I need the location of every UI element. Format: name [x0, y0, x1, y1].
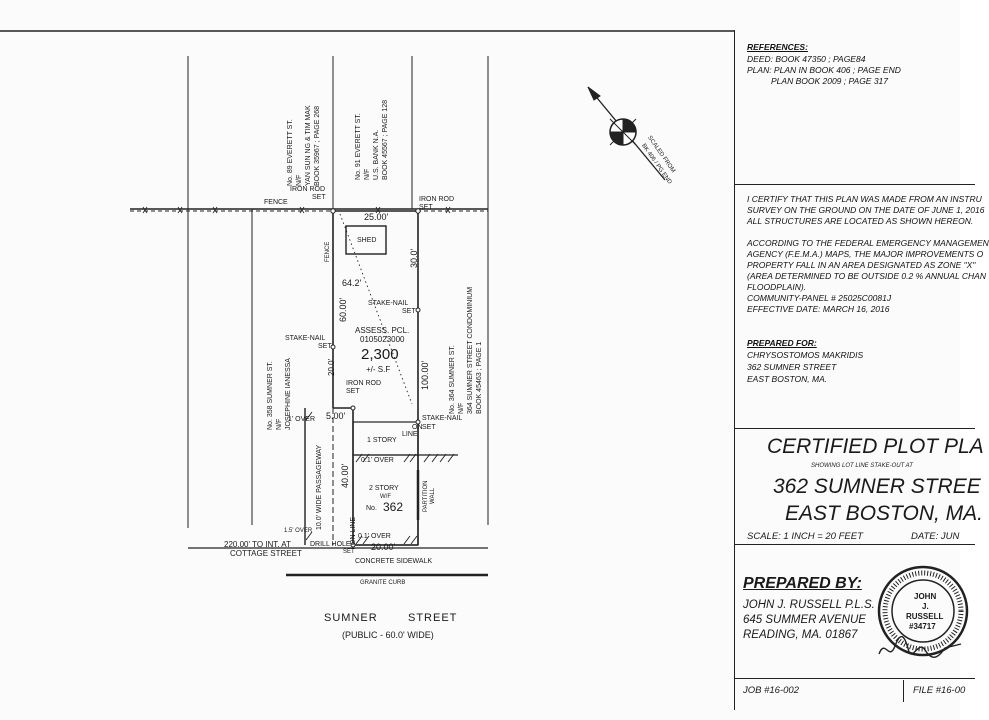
- dim-right-upper: 30.0': [409, 248, 419, 268]
- street-name-b: STREET: [408, 612, 458, 624]
- two-story-label: 2 STORY: [369, 485, 399, 492]
- assessor-parcel-number: 0105023000: [360, 335, 405, 344]
- fema-line: ACCORDING TO THE FEDERAL EMERGENCY MANAG…: [747, 238, 989, 248]
- line-label: LINE: [402, 431, 418, 438]
- address-line-2: EAST BOSTON, MA.: [785, 502, 983, 525]
- reference-line: PLAN BOOK 2009 ; PAGE 317: [771, 76, 889, 86]
- wall-label: WALL: [430, 487, 436, 504]
- dim-right-lower: 100.00': [420, 360, 430, 390]
- set-label: SET: [343, 549, 355, 555]
- title-block: REFERENCES: DEED: BOOK 47350 ; PAGE84 PL…: [734, 30, 989, 710]
- fema-line: COMMUNITY-PANEL # 25025C0081J: [747, 293, 892, 303]
- seal-text: #34717: [909, 622, 936, 631]
- lot-area-unit: +/- S.F: [366, 365, 391, 374]
- prepared-by-line: JOHN J. RUSSELL P.L.S.: [743, 599, 875, 611]
- set-label: SET: [402, 308, 416, 315]
- reference-line: PLAN: PLAN IN BOOK 406 ; PAGE END: [747, 65, 901, 75]
- reference-line: DEED: BOOK 47350 ; PAGE84: [747, 54, 866, 64]
- seal-text: JOHN: [914, 592, 937, 601]
- stake-nail-right: STAKE-NAIL: [368, 300, 409, 307]
- prepared-for-heading: PREPARED FOR:: [747, 338, 817, 348]
- fence-label-side: FENCE: [325, 241, 331, 262]
- dim-left-upper: 60.00': [338, 297, 348, 322]
- shed-outline: [345, 225, 387, 255]
- file-number: FILE #16-00: [913, 685, 966, 696]
- set-label: SET: [346, 388, 360, 395]
- one-story-label: 1 STORY: [367, 437, 397, 444]
- north-arrow-icon: [587, 86, 666, 181]
- sidewalk-label: CONCRETE SIDEWALK: [355, 558, 433, 565]
- set-label: SET: [312, 194, 326, 201]
- prepared-by-line: READING, MA. 01867: [743, 629, 858, 641]
- abutter-89: No. 89 EVERETT ST.N/F YAN SUN NG & TIM M…: [287, 105, 321, 186]
- iron-rod-mid: IRON ROD: [346, 380, 381, 387]
- dim-building: 40.00': [340, 463, 350, 488]
- prepared-for-line: 362 SUMNER STREET: [747, 362, 837, 372]
- surveyor-seal-icon: [877, 565, 969, 657]
- fema-line: (AREA DETERMINED TO BE OUTSIDE 0.2 % ANN…: [747, 271, 986, 281]
- showing-subtitle: SHOWING LOT LINE STAKE-OUT AT: [811, 463, 913, 469]
- on-line-label: ON LINE: [350, 516, 357, 545]
- scale-label: SCALE: 1 INCH = 20 FEET: [747, 531, 863, 542]
- fema-line: AGENCY (F.E.M.A.) MAPS, THE MAJOR IMPROV…: [747, 249, 984, 259]
- distance-to-intersection: 220.00' TO INT. AT: [224, 540, 291, 549]
- address-line-1: 362 SUMNER STREE: [773, 475, 981, 498]
- on-label: ON: [412, 424, 423, 431]
- over-label: 0.1' OVER: [361, 457, 394, 464]
- plot-plan-title: CERTIFIED PLOT PLA: [767, 435, 984, 458]
- signature-icon: [878, 635, 962, 658]
- dim-left-small: 20.0': [327, 358, 336, 376]
- lot-area: 2,300: [361, 346, 399, 363]
- plan-drawing: [0, 30, 734, 577]
- granite-curb-label: GRANITE CURB: [360, 580, 406, 586]
- shed-label: SHED: [357, 237, 377, 244]
- fema-line: EFFECTIVE DATE: MARCH 16, 2016: [747, 304, 890, 314]
- certify-line: ALL STRUCTURES ARE LOCATED AS SHOWN HERE…: [747, 216, 974, 226]
- dim-rear: 25.00': [364, 212, 389, 222]
- street-width: (PUBLIC - 60.0' WIDE): [342, 630, 434, 640]
- assessor-parcel-label: ASSESS. PCL.: [355, 326, 410, 335]
- stake-nail-mid: STAKE-NAIL: [422, 415, 463, 422]
- prepared-for-line: EAST BOSTON, MA.: [747, 374, 828, 384]
- abutter-364: No. 364 SUMNER ST.N/F 364 SUMNER STREET …: [449, 286, 483, 414]
- over-label: 1' OVER: [288, 416, 316, 423]
- fema-line: FLOODPLAIN).: [747, 282, 807, 292]
- prepared-by-line: 645 SUMMER AVENUE: [743, 614, 866, 626]
- seal-text: RUSSELL: [906, 612, 944, 621]
- plot-plan-sheet: No. 89 EVERETT ST.N/F YAN SUN NG & TIM M…: [0, 30, 989, 710]
- dim-diagonal: 64.2': [342, 278, 362, 288]
- house-number: 362: [383, 500, 404, 514]
- wood-frame-label: W/F: [380, 494, 391, 500]
- fence-label: FENCE: [264, 199, 288, 206]
- certify-line: SURVEY ON THE GROUND ON THE DATE OF JUNE…: [747, 205, 985, 215]
- dim-step: 5.00': [326, 411, 346, 421]
- drill-hole-label: DRILL HOLE: [310, 541, 351, 548]
- dim-front: 20.00': [371, 542, 396, 552]
- iron-rod-label-left: IRON ROD: [290, 186, 325, 193]
- over-label: 0.1' OVER: [358, 533, 391, 540]
- references-heading: REFERENCES:: [747, 42, 808, 52]
- abutter-91: No. 91 EVERETT ST.N/F U.S. BANK N.A.BOOK…: [355, 99, 389, 180]
- prepared-for-line: CHRYSOSTOMOS MAKRIDIS: [747, 350, 864, 360]
- set-label: SET: [419, 204, 433, 211]
- passageway-label: 10.0' WIDE PASSAGEWAY: [316, 444, 323, 530]
- set-label: SET: [422, 424, 436, 431]
- date-label: DATE: JUN: [911, 531, 960, 542]
- street-name-a: SUMNER: [324, 612, 378, 624]
- prepared-by-heading: PREPARED BY:: [743, 575, 862, 592]
- fema-line: PROPERTY FALL IN AN AREA DESIGNATED AS Z…: [747, 260, 976, 270]
- set-label: SET: [318, 343, 332, 350]
- iron-rod-label-right: IRON ROD: [419, 196, 454, 203]
- certify-line: I CERTIFY THAT THIS PLAN WAS MADE FROM A…: [747, 194, 982, 204]
- seal-text: J.: [922, 602, 929, 611]
- over-label: 1.5' OVER: [284, 528, 313, 534]
- partition-label: PARTITION: [423, 480, 429, 512]
- job-number: JOB #16-002: [743, 685, 799, 696]
- stake-nail-left: STAKE-NAIL: [285, 335, 326, 342]
- cottage-street-label: COTTAGE STREET: [230, 549, 302, 558]
- house-number-prefix: No.: [366, 505, 377, 512]
